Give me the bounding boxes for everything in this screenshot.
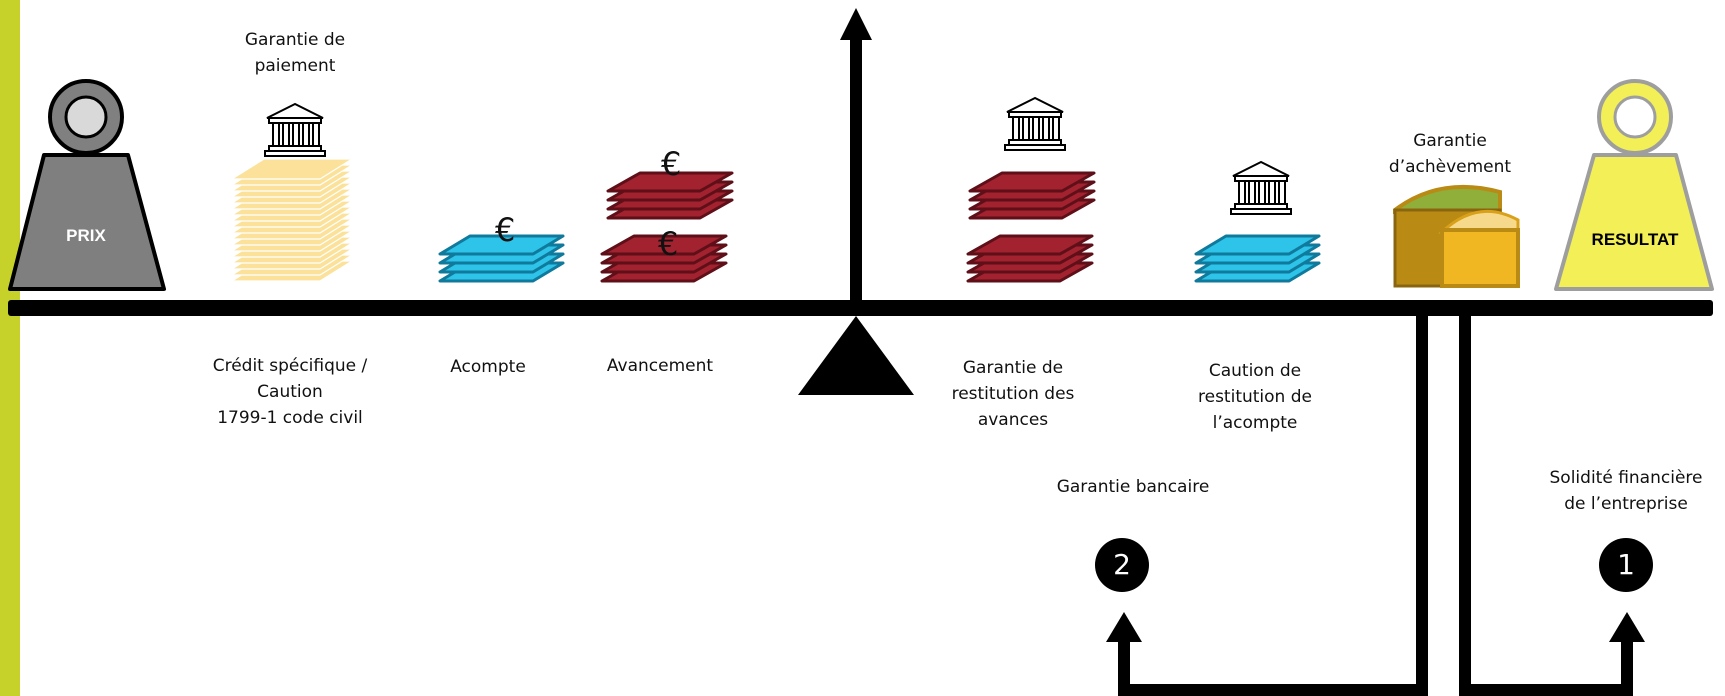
fulcrum-triangle-icon [798,316,914,395]
step-badge-1: 1 [1599,538,1653,592]
label-garantie-bancaire: Garantie bancaire [1056,477,1210,497]
label-acompte: Acompte [450,357,526,377]
label-caution-restitution-acompte: Caution de restitution de l’acompte [1198,361,1312,433]
step-badge-2: 2 [1095,538,1149,592]
euro-icon: € [658,225,679,263]
label-garantie-achevement: Garantie d’achèvement [1388,131,1512,177]
connector-arrow-1 [1459,316,1633,696]
balance-beam [8,300,1713,316]
resultat-weight-icon [1554,79,1714,291]
paper-stack-icon [229,158,355,282]
connector-arrow-2 [1118,316,1428,696]
bank-icon [1230,160,1292,215]
arrow-up-icon [1609,612,1645,642]
label-avancement: Avancement [606,356,714,376]
euro-icon: € [495,211,516,249]
bank-icon [264,102,326,157]
label-garantie-restitution-avances: Garantie de restitution des avances [951,358,1075,430]
resultat-label: RESULTAT [1591,230,1679,249]
prix-label: PRIX [66,226,106,245]
label-credit-specifique: Crédit spécifique / Caution 1799-1 code … [212,356,368,428]
arrow-up-icon [1106,612,1142,642]
label-garantie-paiement: Garantie de paiement [244,30,346,76]
money-stack-icon [966,171,1096,283]
prix-weight-icon [8,79,166,291]
label-solidite-financiere: Solidité financière de l’entreprise [1549,468,1703,514]
money-stack-icon [600,171,734,283]
money-stack-icon [438,234,565,283]
euro-icon: € [661,145,682,183]
arrow-up-icon [840,8,872,310]
bank-icon [1004,96,1066,151]
money-stack-icon [1194,234,1321,283]
left-accent-bar [0,0,20,696]
treasure-chest-icon [1393,184,1520,288]
